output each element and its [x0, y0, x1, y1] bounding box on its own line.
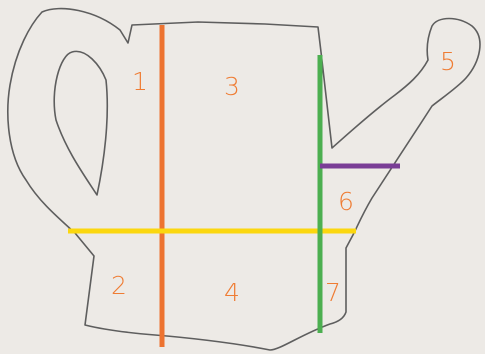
- watering-can-outline: [8, 9, 480, 350]
- handle-hole-outline: [54, 51, 107, 195]
- region-label-3: 3: [224, 72, 240, 101]
- region-label-2: 2: [111, 271, 127, 300]
- region-label-6: 6: [338, 187, 354, 216]
- region-label-1: 1: [132, 67, 148, 96]
- region-label-7: 7: [325, 278, 341, 307]
- region-label-5: 5: [440, 47, 456, 76]
- region-label-4: 4: [224, 278, 240, 307]
